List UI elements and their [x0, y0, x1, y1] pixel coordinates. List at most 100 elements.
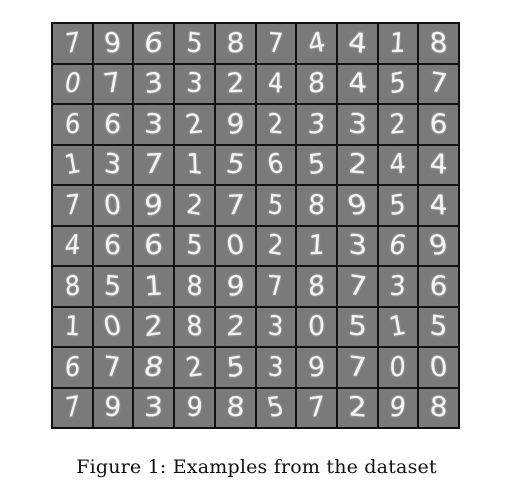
- digit-cell: 5: [378, 64, 418, 103]
- digit-cell: 2: [215, 64, 255, 103]
- digit-cell: 8: [419, 388, 458, 427]
- digit-label: 1: [306, 229, 327, 262]
- digit-cell: 7: [256, 24, 296, 63]
- digit-label: 9: [388, 391, 408, 424]
- digit-cell: 0: [378, 348, 418, 387]
- digit-label: 3: [306, 108, 327, 141]
- digit-label: 3: [143, 391, 164, 424]
- digit-label: 1: [185, 148, 204, 182]
- digit-label: 1: [63, 310, 81, 343]
- digit-label: 4: [347, 26, 368, 61]
- digit-cell: 7: [134, 145, 174, 184]
- digit-cell: 8: [175, 307, 214, 346]
- digit-cell: 2: [134, 307, 174, 346]
- digit-label: 5: [267, 188, 285, 222]
- digit-label: 5: [223, 148, 248, 181]
- digit-cell: 7: [53, 388, 92, 427]
- digit-cell: 6: [419, 267, 458, 306]
- digit-cell: 8: [419, 24, 458, 63]
- digit-cell: 8: [175, 267, 214, 306]
- digit-cell: 7: [337, 267, 377, 306]
- digit-cell: 3: [297, 105, 336, 144]
- digit-label: 3: [185, 67, 204, 100]
- digit-cell: 9: [337, 186, 377, 225]
- digit-cell: 5: [256, 388, 296, 427]
- digit-cell: 9: [93, 388, 133, 427]
- digit-label: 4: [428, 188, 449, 222]
- digit-label: 0: [100, 310, 126, 343]
- digit-label: 4: [63, 229, 82, 262]
- digit-cell: 2: [175, 186, 214, 225]
- digit-label: 8: [307, 67, 326, 101]
- digit-label: 0: [103, 189, 123, 222]
- digit-cell: 4: [297, 24, 336, 63]
- digit-label: 0: [307, 310, 326, 344]
- digit-label: 8: [307, 189, 326, 222]
- digit-cell: 0: [93, 307, 133, 346]
- digit-cell: 6: [53, 105, 92, 144]
- digit-cell: 5: [378, 186, 418, 225]
- digit-cell: 9: [378, 388, 418, 427]
- digit-label: 7: [64, 188, 81, 222]
- digit-label: 3: [143, 66, 165, 101]
- digit-label: 2: [183, 351, 206, 384]
- digit-label: 7: [64, 390, 81, 425]
- digit-cell: 8: [297, 186, 336, 225]
- digit-label: 6: [429, 108, 449, 141]
- digit-label: 3: [103, 147, 123, 182]
- digit-label: 9: [185, 391, 204, 425]
- digit-label: 6: [103, 107, 123, 141]
- digit-cell: 9: [215, 105, 255, 144]
- digit-cell: 7: [53, 24, 92, 63]
- digit-cell: 4: [419, 145, 458, 184]
- digit-label: 5: [185, 26, 204, 60]
- digit-cell: 7: [256, 267, 296, 306]
- digit-label: 3: [143, 108, 164, 141]
- digit-cell: 2: [256, 105, 296, 144]
- digit-label: 7: [103, 350, 123, 384]
- digit-cell: 4: [419, 186, 458, 225]
- digit-label: 2: [267, 107, 285, 141]
- digit-label: 5: [306, 148, 327, 182]
- digit-label: 4: [305, 26, 328, 61]
- digit-label: 6: [64, 108, 81, 141]
- digit-label: 7: [267, 27, 285, 60]
- digit-cell: 2: [337, 388, 377, 427]
- digit-label: 9: [143, 187, 164, 223]
- digit-cell: 3: [134, 388, 174, 427]
- digit-cell: 6: [53, 348, 92, 387]
- digit-cell: 1: [378, 307, 418, 346]
- digit-cell: 6: [93, 105, 133, 144]
- digit-label: 4: [429, 148, 448, 182]
- digit-label: 8: [185, 310, 204, 344]
- digit-label: 7: [143, 148, 165, 181]
- digit-cell: 4: [337, 24, 377, 63]
- digit-cell: 9: [215, 267, 255, 306]
- digit-cell: 9: [175, 388, 214, 427]
- digit-label: 9: [307, 351, 326, 384]
- digit-cell: 0: [297, 307, 336, 346]
- digit-cell: 9: [134, 186, 174, 225]
- digit-cell: 2: [337, 145, 377, 184]
- digit-label: 3: [347, 107, 368, 141]
- digit-cell: 1: [53, 307, 92, 346]
- digit-cell: 8: [215, 24, 255, 63]
- digit-label: 5: [225, 350, 246, 385]
- digit-cell: 7: [53, 186, 92, 225]
- digit-cell: 3: [134, 64, 174, 103]
- digit-cell: 6: [134, 24, 174, 63]
- digit-label: 6: [103, 229, 123, 263]
- digit-label: 9: [103, 26, 123, 60]
- digit-cell: 5: [256, 186, 296, 225]
- digit-cell: 7: [297, 388, 336, 427]
- digit-cell: 6: [93, 226, 133, 265]
- digit-cell: 5: [215, 348, 255, 387]
- digit-cell: 8: [215, 388, 255, 427]
- digit-cell: 5: [215, 145, 255, 184]
- digit-cell: 3: [134, 105, 174, 144]
- digit-label: 5: [103, 270, 123, 303]
- digit-cell: 0: [419, 348, 458, 387]
- digit-label: 2: [267, 228, 285, 263]
- digit-label: 2: [389, 107, 407, 141]
- digit-label: 7: [428, 66, 449, 101]
